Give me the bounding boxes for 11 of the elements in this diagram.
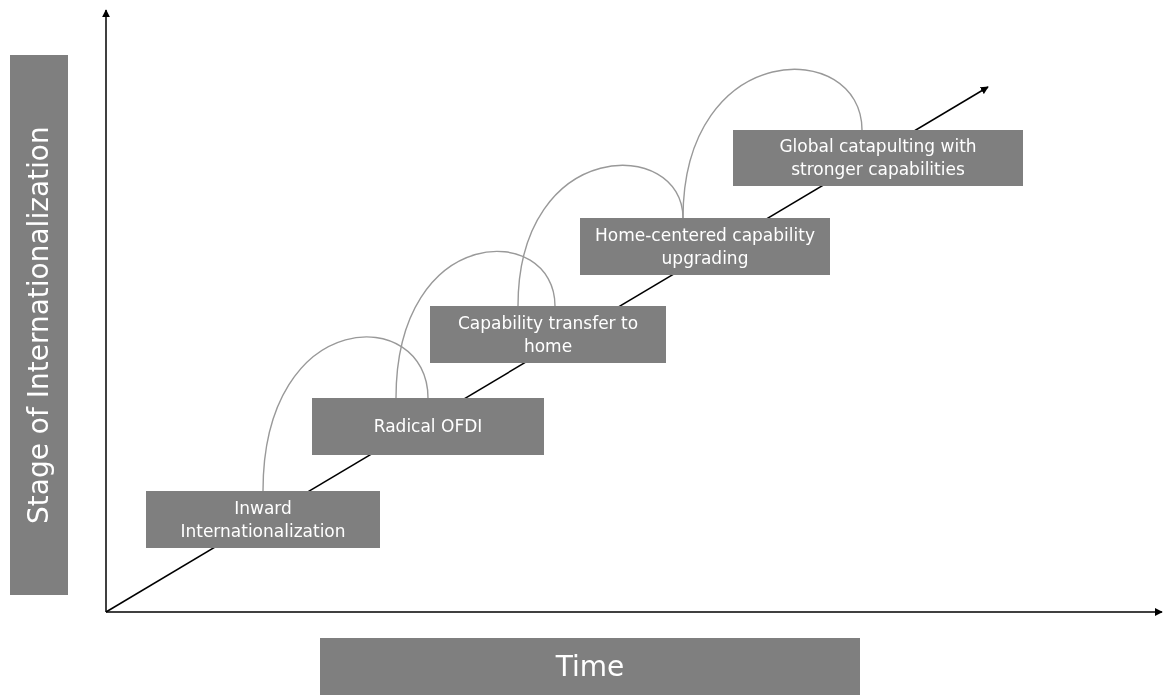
arc-connector — [682, 68, 863, 219]
arc-connector — [395, 250, 556, 399]
stage-box: Global catapulting with stronger capabilities — [733, 130, 1023, 186]
stage-box: Home-centered capability upgrading — [580, 218, 830, 275]
axis-title: Time — [320, 638, 860, 695]
stage-box: Radical OFDI — [312, 398, 544, 455]
stage-box: Inward Internationalization — [146, 491, 380, 548]
arc-connector — [262, 336, 429, 492]
arc-connector — [517, 164, 684, 307]
stage-box: Capability transfer to home — [430, 306, 666, 363]
axis-title: Stage of Internationalization — [10, 55, 68, 595]
